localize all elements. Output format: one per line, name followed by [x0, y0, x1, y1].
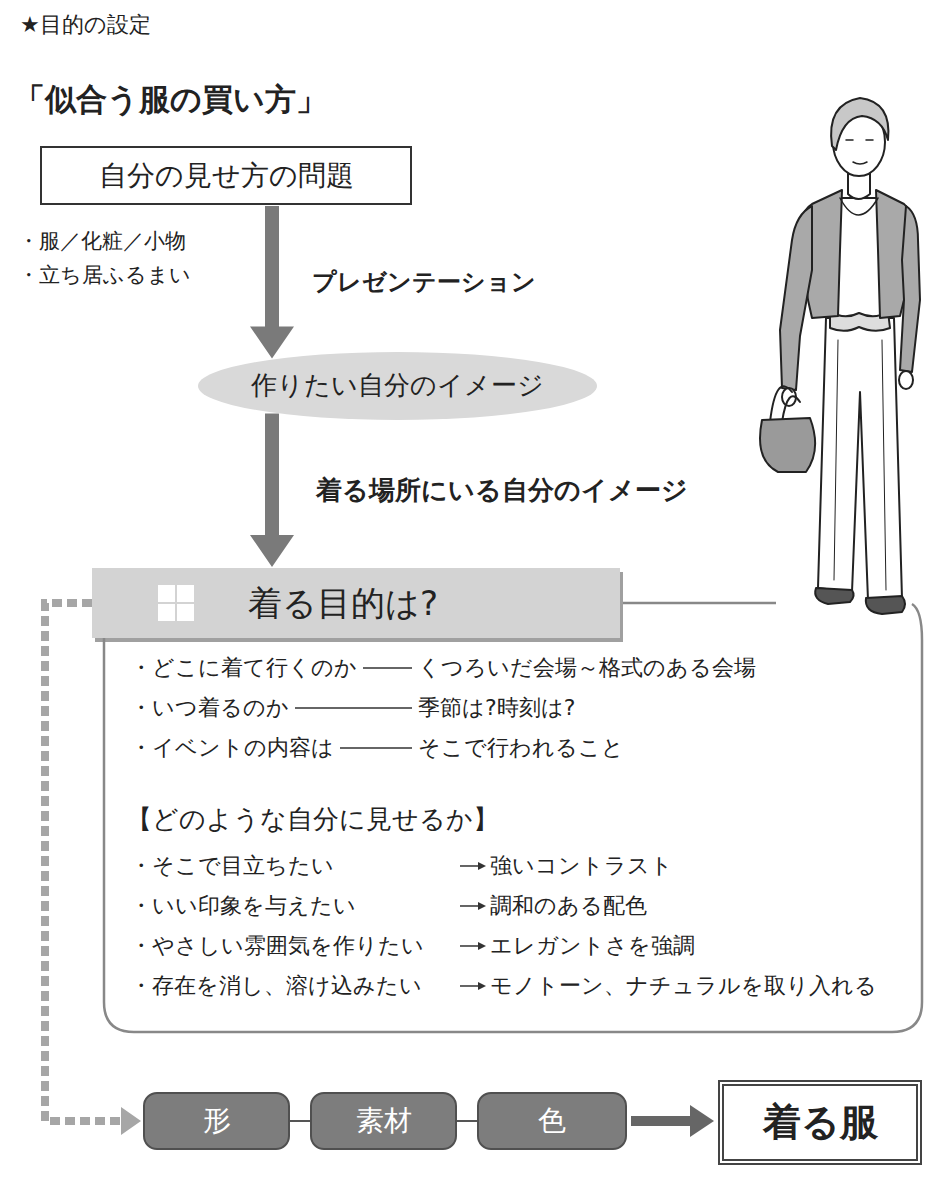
icon-square — [177, 604, 194, 621]
factor-box: 形 — [143, 1092, 290, 1150]
arrow-line — [460, 985, 479, 987]
leader-line — [622, 602, 776, 605]
connector — [250, 413, 294, 567]
panel-item: ・存在を消し、溶け込みたい — [130, 973, 422, 999]
panel-item: エレガントさを強調 — [490, 933, 695, 959]
bag-handle — [770, 386, 800, 422]
arrow-head — [478, 942, 486, 950]
image-ellipse: 作りたい自分のイメージ — [198, 352, 597, 420]
shoe — [866, 596, 905, 614]
panel-item: 調和のある配色 — [490, 893, 647, 919]
panel-item: ・いい印象を与えたい — [130, 893, 356, 919]
arrow-line — [460, 865, 479, 867]
dash-line — [295, 707, 412, 709]
link-line — [290, 1120, 310, 1122]
arrow-line — [460, 945, 479, 947]
dashed-connector — [45, 603, 125, 1121]
node-label: 着る目的は? — [248, 583, 438, 624]
note-text: ・立ち居ふるまい — [18, 263, 191, 288]
panel-item: 季節は?時刻は? — [418, 695, 575, 721]
arrow-head — [121, 1107, 141, 1135]
dash-line — [363, 667, 412, 669]
note-text: ・服／化粧／小物 — [18, 229, 186, 254]
dash-line — [340, 747, 412, 749]
arm-left — [780, 206, 812, 390]
node-label: 色 — [538, 1104, 566, 1138]
block-arrow — [250, 206, 294, 359]
panel-item: 強いコントラスト — [490, 853, 673, 879]
connector — [45, 603, 141, 1135]
heading-band: 着る目的は? — [92, 568, 620, 638]
panel-item: くつろいだ会場～格式のある会場 — [418, 655, 756, 681]
node-label: 素材 — [356, 1104, 412, 1138]
panel-subheading: 【どのような自分に見せるか】 — [126, 804, 499, 835]
arrow-head — [478, 862, 486, 870]
pants — [818, 318, 902, 600]
connector — [457, 1121, 477, 1122]
edge-label: 着る場所にいる自分のイメージ — [316, 475, 688, 506]
process-box: 自分の見せ方の問題 — [40, 146, 412, 205]
connector — [290, 1121, 310, 1122]
panel-item: ・そこで目立ちたい — [130, 853, 334, 879]
node-label: 形 — [203, 1104, 231, 1138]
node-label: 作りたい自分のイメージ — [251, 370, 544, 401]
shoe — [815, 588, 853, 604]
block-arrow — [631, 1105, 714, 1137]
pants-crease — [834, 340, 886, 590]
factor-box: 色 — [477, 1092, 627, 1150]
block-arrow — [250, 413, 294, 567]
section-heading: ★目的の設定 — [20, 12, 151, 38]
woman-figure — [760, 98, 920, 614]
edge-label: プレゼンテーション — [312, 268, 536, 297]
icon-square — [158, 585, 175, 602]
icon-square — [158, 604, 175, 621]
hair — [831, 98, 888, 150]
arrow-head — [478, 982, 486, 990]
connector — [631, 1105, 714, 1137]
arrow-head — [478, 902, 486, 910]
panel-item: ・いつ着るのか — [130, 695, 289, 721]
diagram-title: 「似合う服の買い方」 — [14, 81, 327, 118]
bag — [760, 418, 815, 472]
panel-item: モノトーン、ナチュラルを取り入れる — [490, 973, 877, 999]
heading-icon — [158, 585, 194, 621]
hand — [899, 371, 913, 389]
arrow-line — [460, 905, 479, 907]
panel-border — [104, 604, 922, 1032]
arm-right — [900, 206, 920, 372]
panel-item: そこで行われること — [418, 735, 624, 761]
content-panel: ・どこに着て行くのか くつろいだ会場～格式のある会場・いつ着るのか 季節は?時刻は?… — [104, 600, 922, 1032]
node-label: 自分の見せ方の問題 — [99, 159, 354, 193]
node-label: 着る服 — [763, 1100, 878, 1146]
panel-item: ・やさしい雰囲気を作りたい — [130, 933, 424, 959]
connector — [250, 206, 294, 359]
link-line — [457, 1120, 477, 1122]
icon-square — [177, 585, 194, 602]
ellipse-fill — [198, 352, 597, 420]
necklace — [840, 198, 878, 215]
result-box: 着る服 — [718, 1080, 922, 1165]
factor-box: 素材 — [310, 1092, 457, 1150]
face — [846, 140, 873, 164]
panel-item: ・どこに着て行くのか — [130, 655, 357, 681]
panel-item: ・イベントの内容は — [130, 735, 334, 761]
